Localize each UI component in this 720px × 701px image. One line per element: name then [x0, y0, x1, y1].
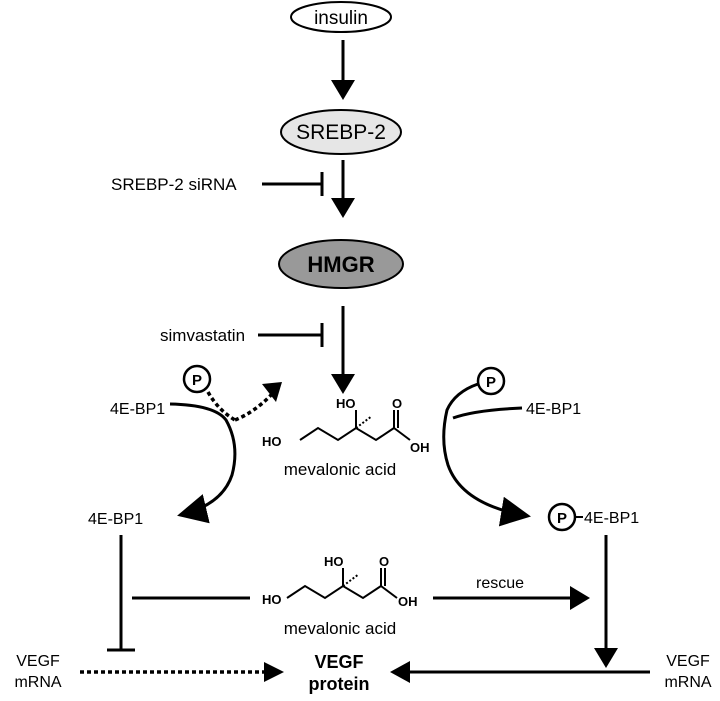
- o-mid: O: [379, 554, 389, 569]
- phospho-right-top-label: P: [486, 374, 496, 391]
- srebp2-label: SREBP-2: [296, 121, 386, 144]
- srebp2-sirna-label: SREBP-2 siRNA: [111, 175, 237, 194]
- arrow-hmgr-mevalonate: [331, 306, 355, 394]
- right-translation-arrow: [390, 661, 650, 683]
- phospho-left: P: [182, 364, 212, 394]
- mevalonic-acid-label-top: mevalonic acid: [284, 460, 396, 479]
- vegf-mrna-right-line2: mRNA: [664, 674, 711, 691]
- left-dephos-arc: [169, 382, 282, 524]
- srebp2-node: SREBP-2: [280, 109, 402, 155]
- vegf-protein-line2: protein: [309, 674, 370, 694]
- left-translation-arrow: [80, 662, 284, 682]
- left-4ebp1-bottom-label: 4E-BP1: [88, 511, 143, 528]
- oh-top: OH: [410, 440, 430, 455]
- mevalonic-acid-structure-top: [299, 410, 411, 442]
- left-inhibition: [107, 535, 135, 652]
- ho-left-mid: HO: [262, 592, 282, 607]
- phospho-left-label: P: [192, 372, 202, 389]
- ho-top: HO: [336, 396, 356, 411]
- hmgr-label: HMGR: [307, 252, 374, 277]
- phospho-right-bottom: P: [547, 502, 577, 532]
- rescue-label: rescue: [476, 575, 524, 592]
- mevalonic-acid-structure-mid: [286, 568, 398, 600]
- ho-mid: HO: [324, 554, 344, 569]
- simvastatin-inhibition: [258, 323, 324, 347]
- left-4ebp1-top-label: 4E-BP1: [110, 401, 165, 418]
- right-4ebp1-top-label: 4E-BP1: [526, 401, 581, 418]
- simvastatin-label: simvastatin: [160, 326, 245, 345]
- oh-mid: OH: [398, 594, 418, 609]
- right-phos-arc: [442, 382, 531, 527]
- o-top: O: [392, 396, 402, 411]
- sirna-inhibition: [262, 172, 324, 196]
- vegf-mrna-right-line1: VEGF: [666, 653, 710, 670]
- vegf-protein-line1: VEGF: [314, 652, 363, 672]
- ho-left-top: HO: [262, 434, 282, 449]
- right-down-arrow: [594, 535, 618, 668]
- arrow-insulin-srebp2: [331, 40, 355, 100]
- mevalonic-acid-label-mid: mevalonic acid: [284, 619, 396, 638]
- phospho-right-bottom-label: P: [557, 510, 567, 527]
- hmgr-node: HMGR: [278, 239, 404, 289]
- rescue-arrow: [433, 586, 590, 610]
- insulin-node: insulin: [290, 1, 392, 33]
- vegf-mrna-left-line2: mRNA: [14, 674, 61, 691]
- phospho-right-top: P: [476, 366, 506, 396]
- arrow-srebp2-hmgr: [331, 160, 355, 218]
- vegf-mrna-left-line1: VEGF: [16, 653, 60, 670]
- right-4ebp1-bottom-label: 4E-BP1: [584, 510, 639, 527]
- insulin-label: insulin: [314, 8, 368, 29]
